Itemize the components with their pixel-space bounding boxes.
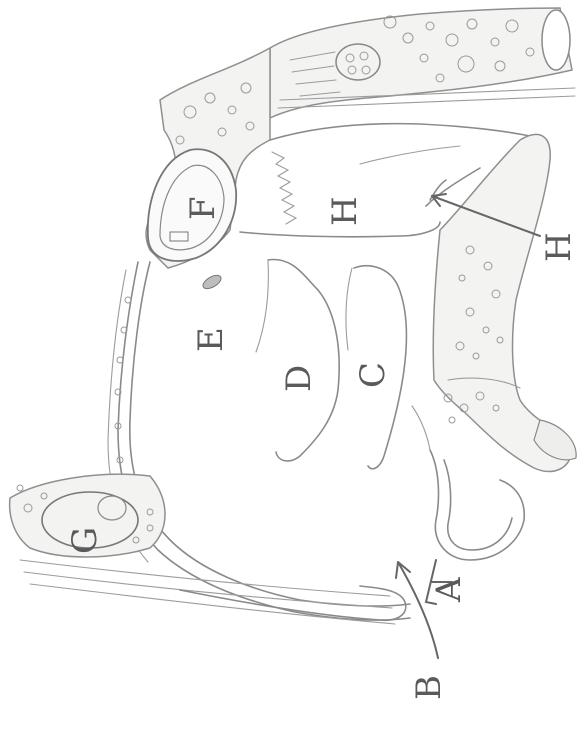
posterior-pharyngeal-wall (108, 262, 410, 620)
label-b: B (409, 675, 449, 700)
structure-d (256, 259, 339, 460)
skull-base-bone (270, 8, 575, 118)
label-f: F (183, 196, 223, 220)
label-d: D (279, 365, 319, 392)
label-a: A (429, 577, 469, 603)
hard-palate (426, 134, 576, 471)
label-g: G (65, 527, 105, 554)
label-c: C (353, 362, 393, 388)
label-h-pointer: H (539, 232, 579, 262)
label-h-cavity: H (325, 196, 365, 226)
bottom-strap (180, 586, 406, 620)
label-e: E (191, 327, 231, 352)
